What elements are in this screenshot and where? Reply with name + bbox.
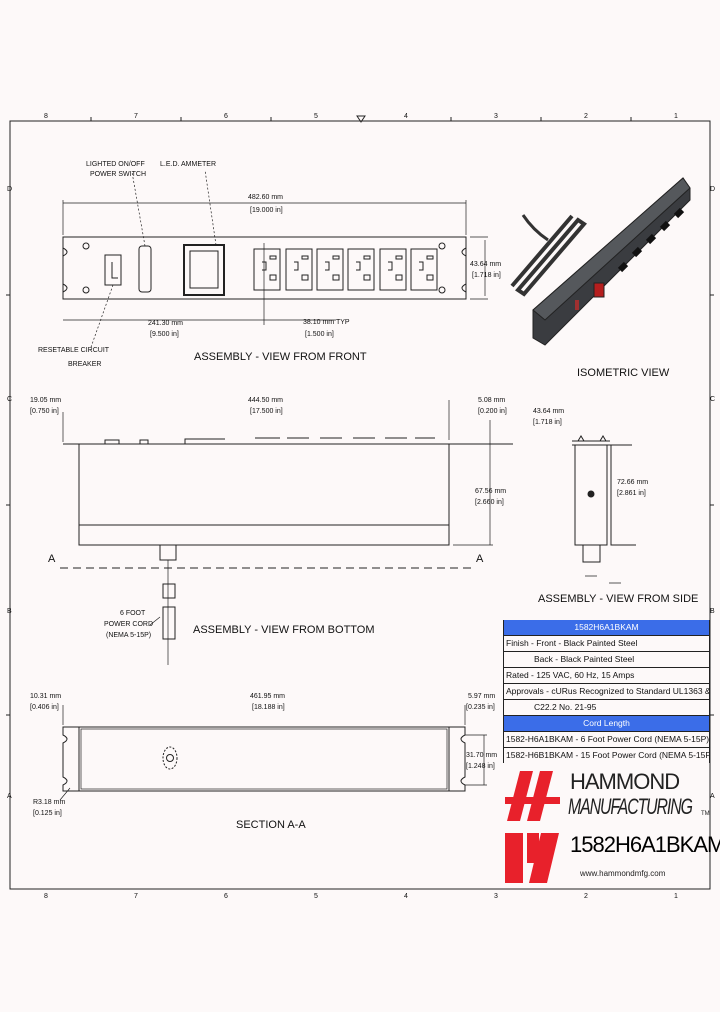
switch-label: LIGHTED ON/OFF <box>86 161 145 168</box>
dimension: [0.750 in] <box>30 408 59 415</box>
col-label: 1 <box>674 893 678 900</box>
view-title: SECTION A-A <box>236 819 306 831</box>
power-switch <box>138 245 152 293</box>
col-label: 3 <box>494 113 498 120</box>
front-view <box>62 169 488 351</box>
spec-table-header: 1582H6A1BKAM <box>504 620 709 636</box>
website: www.hammondmfg.com <box>580 869 666 878</box>
column-labels: 8 7 6 5 4 3 2 1 8 7 6 5 4 3 2 1 D C B A … <box>7 113 715 900</box>
breaker-label: RESETABLE CIRCUIT <box>38 347 110 354</box>
spec-table: 1582H6A1BKAM Finish - Front - Black Pain… <box>503 620 710 763</box>
dimension: [1.718 in] <box>472 272 501 279</box>
spec-row: Approvals - cURus Recognized to Standard… <box>504 684 709 700</box>
dimension: [18.188 in] <box>252 704 285 711</box>
bottom-view <box>60 400 513 665</box>
dimension: 43.64 mm <box>470 261 501 268</box>
breaker-label: BREAKER <box>68 361 101 368</box>
company-name: MANUFACTURING <box>568 794 693 819</box>
dimension: [1.500 in] <box>305 331 334 338</box>
view-title: ISOMETRIC VIEW <box>577 367 670 379</box>
dimension: [0.235 in] <box>466 704 495 711</box>
row-label: A <box>710 793 715 800</box>
dimension: [2.861 in] <box>617 490 646 497</box>
col-label: 8 <box>44 893 48 900</box>
dimension: 5.97 mm <box>468 693 495 700</box>
cord-row: 1582-H6B1BKAM - 15 Foot Power Cord (NEMA… <box>506 750 709 760</box>
isometric-view <box>510 177 691 346</box>
row-label: D <box>710 186 715 193</box>
section-marker: A <box>476 553 484 565</box>
view-title: ASSEMBLY - VIEW FROM SIDE <box>538 593 698 605</box>
col-label: 7 <box>134 893 138 900</box>
dimension: 461.95 mm <box>250 693 285 700</box>
row-label: A <box>7 793 12 800</box>
dimension: 241.30 mm <box>148 320 183 327</box>
col-label: 5 <box>314 893 318 900</box>
dimension: 19.05 mm <box>30 397 61 404</box>
hammond-logo <box>505 771 560 883</box>
dimension: [1.718 in] <box>533 419 562 426</box>
col-label: 6 <box>224 113 228 120</box>
spec-row: Finish - Front - Black Painted Steel <box>504 636 709 652</box>
spec-row: C22.2 No. 21-95 <box>504 700 709 716</box>
col-label: 8 <box>44 113 48 120</box>
cord-label: (NEMA 5-15P) <box>106 632 151 639</box>
row-label: C <box>710 396 715 403</box>
cord-row: 1582-H6A1BKAM - 6 Foot Power Cord (NEMA … <box>504 732 709 748</box>
col-label: 1 <box>674 113 678 120</box>
dimension: 38.10 mm TYP <box>303 319 350 326</box>
dimension: [0.125 in] <box>33 810 62 817</box>
col-label: 7 <box>134 113 138 120</box>
dimension: 31.70 mm <box>466 752 497 759</box>
col-label: 2 <box>584 893 588 900</box>
dimension: [1.248 in] <box>466 763 495 770</box>
dimension: [2.660 in] <box>475 499 504 506</box>
center-mark-icon <box>356 115 366 123</box>
switch-label: POWER SWITCH <box>90 171 146 178</box>
dimension: 5.08 mm <box>478 397 505 404</box>
cord-label: POWER CORD <box>104 621 153 628</box>
cord-label: 6 FOOT <box>120 610 146 617</box>
dimension: 482.60 mm <box>248 194 283 201</box>
col-label: 2 <box>584 113 588 120</box>
dimension: R3.18 mm <box>33 799 65 806</box>
dimension: [19.000 in] <box>250 207 283 214</box>
section-marker: A <box>48 553 56 565</box>
cord-length-header: Cord Length <box>504 716 709 732</box>
dimension: [9.500 in] <box>150 331 179 338</box>
outlets <box>253 248 438 291</box>
section-view <box>59 705 487 801</box>
col-label: 4 <box>404 113 408 120</box>
part-number: 1582H6A1BKAM <box>570 832 720 857</box>
view-title: ASSEMBLY - VIEW FROM BOTTOM <box>193 624 375 636</box>
dimension: 67.56 mm <box>475 488 506 495</box>
row-label: C <box>7 396 12 403</box>
side-view <box>572 435 636 584</box>
dimension: 10.31 mm <box>30 693 61 700</box>
col-label: 6 <box>224 893 228 900</box>
led-ammeter <box>183 244 225 296</box>
row-label: B <box>710 608 715 615</box>
company-name: HAMMOND <box>570 769 680 794</box>
dimension: [17.500 in] <box>250 408 283 415</box>
dimension: [0.406 in] <box>30 704 59 711</box>
row-label: D <box>7 186 12 193</box>
dimension: 43.64 mm <box>533 408 564 415</box>
trademark: TM <box>701 811 710 817</box>
spec-row: Rated - 125 VAC, 60 Hz, 15 Amps <box>504 668 709 684</box>
col-label: 5 <box>314 113 318 120</box>
dimension: 444.50 mm <box>248 397 283 404</box>
ammeter-label: L.E.D. AMMETER <box>160 161 216 168</box>
col-label: 3 <box>494 893 498 900</box>
view-title: ASSEMBLY - VIEW FROM FRONT <box>194 351 367 363</box>
spec-row: Back - Black Painted Steel <box>504 652 709 668</box>
circuit-breaker <box>104 254 122 286</box>
dimension: [0.200 in] <box>478 408 507 415</box>
dimension: 72.66 mm <box>617 479 648 486</box>
row-label: B <box>7 608 12 615</box>
col-label: 4 <box>404 893 408 900</box>
